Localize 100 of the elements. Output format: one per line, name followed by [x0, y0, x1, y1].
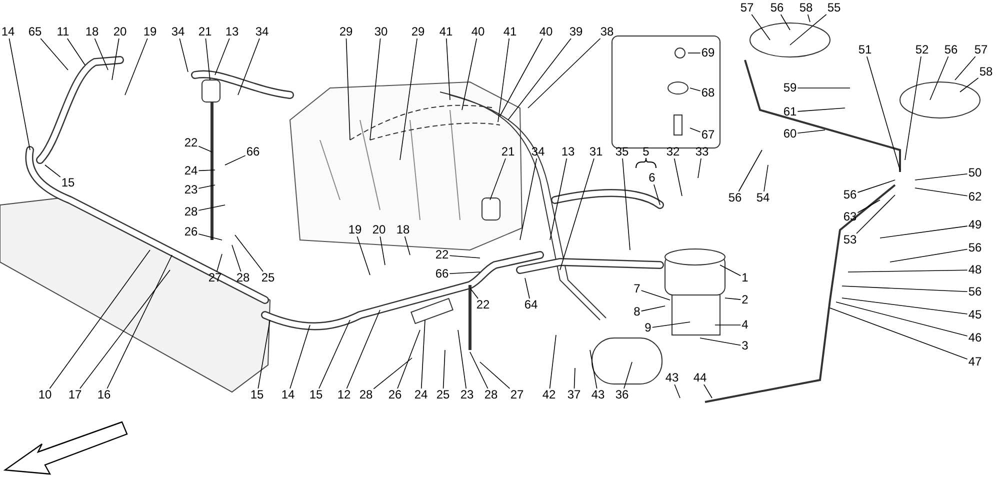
callout-number: 32 — [665, 146, 681, 158]
leader-line — [420, 320, 426, 389]
leader-line — [549, 334, 556, 389]
callout-number: 58 — [798, 2, 814, 14]
callout-number: 24 — [183, 164, 199, 178]
leader-line — [528, 38, 601, 108]
leader-line — [400, 38, 418, 160]
leader-line — [866, 56, 900, 170]
leader-line — [346, 38, 350, 140]
leader-line — [797, 108, 846, 112]
callout-number: 59 — [782, 82, 798, 94]
callout-number: 19 — [347, 224, 363, 236]
leader-line — [954, 56, 976, 80]
callout-number: 65 — [27, 26, 43, 38]
leader-line — [550, 158, 568, 240]
leader-line — [720, 264, 742, 276]
callout-number: 66 — [245, 146, 261, 158]
callout-number: 8 — [632, 306, 642, 318]
callout-number: 35 — [614, 146, 630, 158]
callout-number: 41 — [502, 26, 518, 38]
callout-number: 11 — [56, 26, 70, 38]
leader-line — [318, 320, 350, 389]
callout-number: 15 — [60, 176, 76, 190]
leader-line — [622, 158, 630, 250]
leader-line — [232, 244, 242, 272]
callout-number: 14 — [0, 26, 16, 38]
callout-number: 29 — [410, 26, 426, 38]
callout-number: 37 — [566, 388, 582, 402]
callout-number: 53 — [842, 234, 858, 246]
leader-line — [462, 38, 478, 110]
leader-line — [112, 38, 120, 80]
callout-number: 10 — [37, 388, 53, 402]
leader-line — [449, 255, 480, 258]
callout-number: 55 — [826, 2, 842, 14]
callout-number: 1 — [740, 272, 750, 284]
leader-line — [498, 38, 510, 122]
leader-line — [442, 350, 446, 389]
leader-line — [490, 158, 506, 200]
leader-line — [688, 52, 701, 54]
callout-number: 4 — [740, 318, 750, 332]
leader-line — [574, 368, 576, 389]
leader-line — [714, 324, 742, 326]
leader-line — [624, 362, 632, 389]
leader-line — [842, 298, 968, 314]
callout-number: 26 — [183, 226, 199, 238]
leader-line — [458, 330, 466, 389]
leader-line — [44, 164, 61, 178]
callout-number: 45 — [967, 308, 983, 322]
callout-number: 27 — [509, 388, 525, 402]
leader-line — [356, 236, 370, 276]
leader-line — [198, 170, 216, 172]
callout-number: 68 — [700, 86, 716, 100]
callout-number: 36 — [614, 388, 630, 402]
callout-number: 39 — [568, 26, 584, 38]
leader-line — [560, 158, 594, 270]
callout-number: 56 — [769, 2, 785, 14]
leader-line — [856, 194, 896, 234]
leader-line — [198, 204, 226, 211]
leader-line — [397, 330, 420, 389]
leader-line — [238, 38, 260, 96]
callout-number: 44 — [692, 372, 708, 384]
callout-number: 16 — [96, 388, 112, 402]
leader-line — [590, 350, 598, 389]
callout-number: 23 — [459, 388, 475, 402]
callout-number: 6 — [648, 172, 656, 184]
leader-line — [738, 150, 762, 192]
leader-line — [346, 310, 380, 389]
leader-line — [914, 188, 968, 196]
callout-number: 18 — [84, 26, 100, 38]
callout-number: 63 — [842, 210, 858, 224]
leader-line — [106, 254, 172, 389]
leader-line — [198, 146, 212, 152]
leader-line — [857, 180, 896, 193]
leader-line — [224, 155, 246, 166]
callout-number: 21 — [500, 146, 516, 158]
callout-number: 54 — [755, 192, 771, 204]
callout-number: 30 — [373, 26, 389, 38]
leader-line — [198, 184, 216, 189]
callout-number: 43 — [664, 372, 680, 384]
callout-number: 56 — [967, 286, 983, 298]
callout-number: 60 — [782, 128, 798, 140]
callout-number: 56 — [943, 44, 959, 56]
callout-number: 12 — [336, 388, 352, 402]
callout-number: 22 — [434, 248, 450, 262]
leader-line — [80, 270, 170, 389]
leader-line — [500, 38, 543, 116]
leader-line — [797, 130, 826, 134]
leader-line — [470, 352, 488, 389]
callout-number: 21 — [197, 26, 213, 38]
callout-number: 43 — [590, 388, 606, 402]
leader-line — [94, 38, 108, 70]
callout-number: 69 — [700, 46, 716, 60]
callout-number: 38 — [599, 26, 615, 38]
leader-line — [508, 38, 572, 120]
callout-number: 42 — [541, 388, 557, 402]
leader-line — [830, 308, 968, 360]
callout-number: 56 — [842, 188, 858, 202]
leader-line — [40, 38, 68, 70]
leader-line — [480, 362, 510, 389]
callout-number: 49 — [967, 218, 983, 232]
